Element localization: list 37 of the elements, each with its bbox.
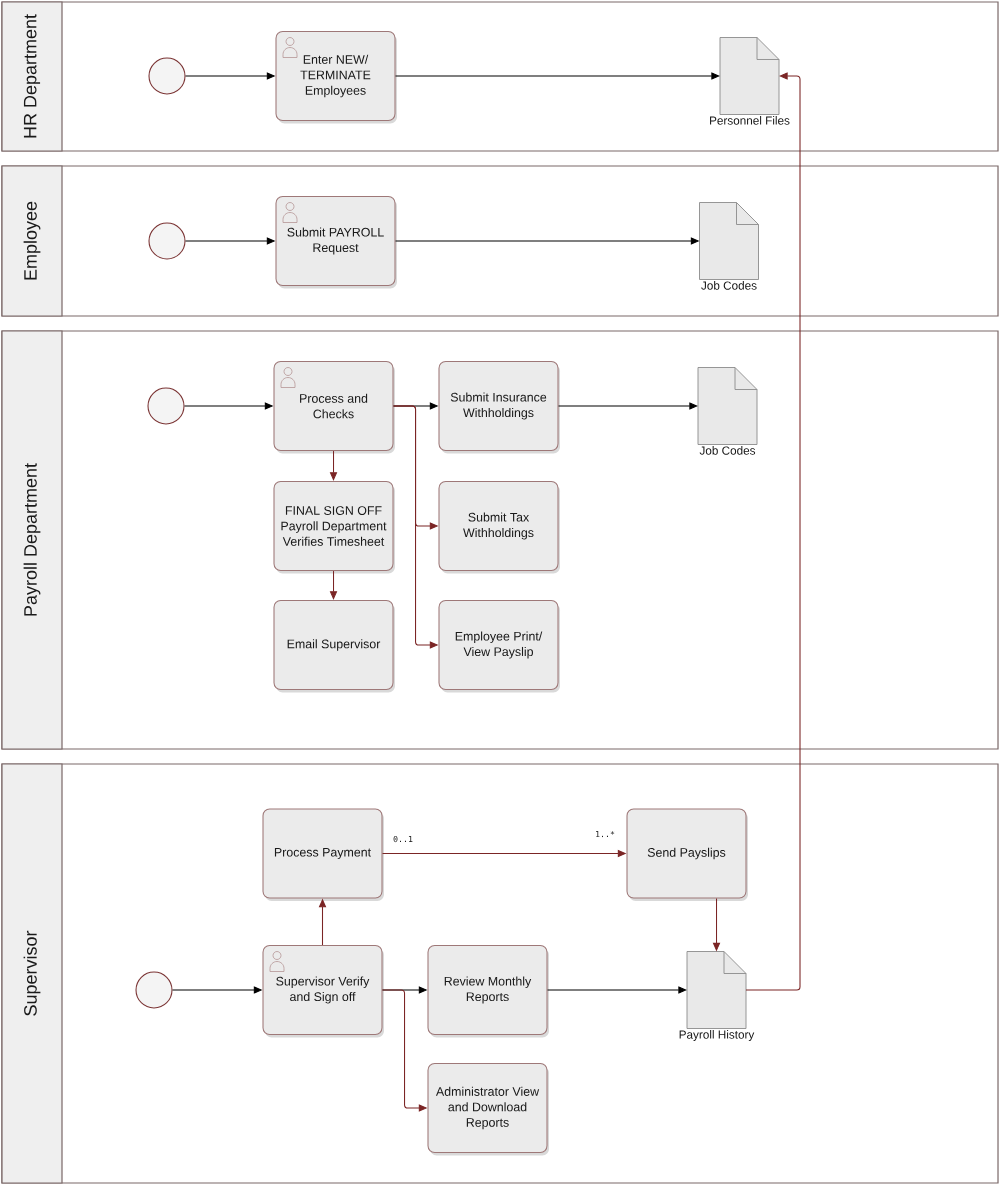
multiplicity-label: 1..* [596, 830, 615, 838]
node-label: Job Codes [701, 281, 757, 290]
task-box: Submit PAYROLL Request [275, 195, 397, 289]
lane-header: HR Department [1, 1, 63, 152]
document: Job Codes [699, 202, 759, 290]
document: Payroll History [679, 951, 755, 1042]
task-box: Send Payslips [626, 808, 748, 901]
arrow [547, 986, 687, 994]
task-box: Email Supervisor [273, 599, 395, 693]
arrow [329, 570, 338, 600]
task-box: Employee Print/ View Payslip [438, 599, 560, 693]
start-circle [148, 57, 186, 95]
arrow [395, 72, 720, 80]
arrow [745, 72, 801, 991]
task-box: Enter NEW/ TERMINATE Employees [275, 30, 397, 124]
task-box: Submit Tax Withholdings [438, 480, 560, 574]
start-circle [148, 222, 186, 260]
multiplicity-label: 0..1 [393, 835, 413, 843]
start-circle [147, 387, 185, 425]
node-label: Personnel Files [710, 116, 790, 125]
node-label: Payroll History [679, 1030, 755, 1042]
node-label: Job Codes [699, 446, 756, 455]
task-box: Submit Insurance Withholdings [438, 360, 560, 454]
lane-header: Employee [1, 165, 63, 317]
arrow [329, 450, 338, 481]
arrow [558, 402, 698, 410]
start-circle [135, 971, 173, 1009]
lane-header: Supervisor [1, 763, 63, 1184]
task-box: Review Monthly Reports [427, 944, 549, 1038]
task-box: Supervisor Verify and Sign off [262, 944, 384, 1038]
task-box: Process and Checks [273, 360, 395, 454]
task-box: Administrator View and Download Reports [427, 1062, 549, 1156]
document: Personnel Files [710, 37, 790, 125]
document: Job Codes [697, 367, 758, 455]
lane-header: Payroll Department [1, 330, 63, 750]
task-box: Process Payment [262, 808, 384, 901]
task-box: FINAL SIGN OFF Payroll Department Verifies Timesheet [273, 480, 395, 574]
